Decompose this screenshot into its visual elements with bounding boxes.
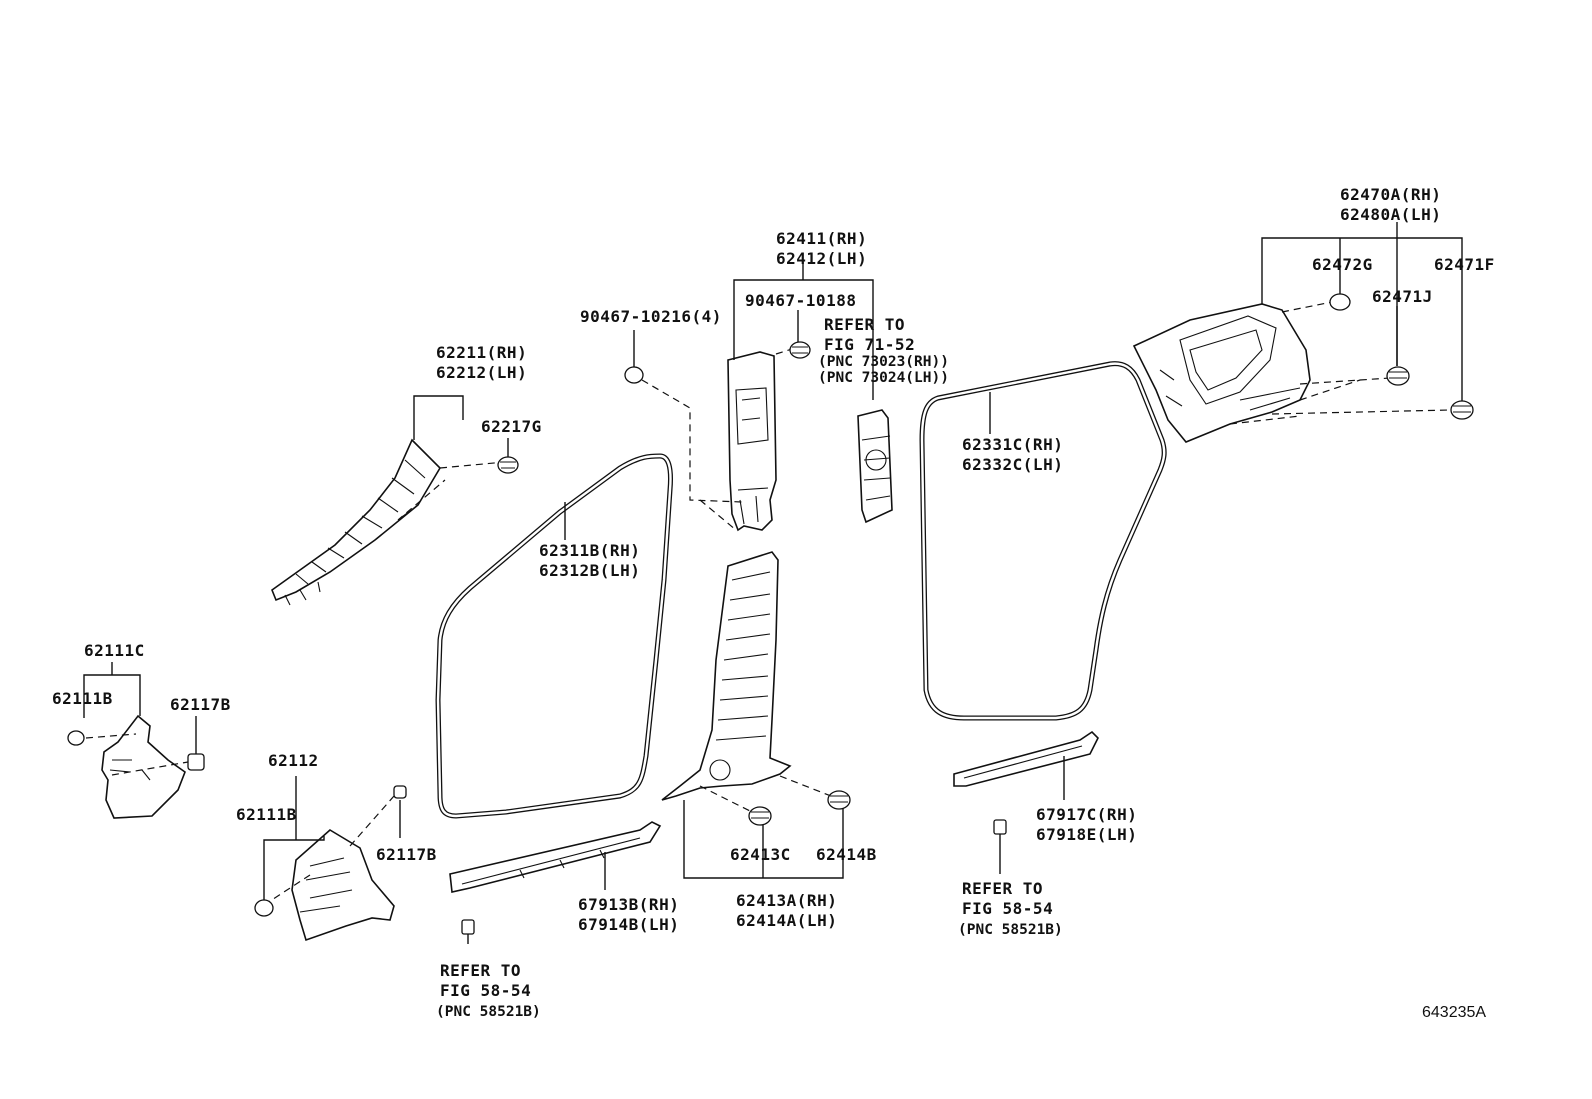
clip-front-sill[interactable] [461, 919, 475, 944]
ref-front-sill-line3: (PNC 58521B) [436, 1004, 541, 1020]
ref-seatbelt-line2: FIG 71-52 [824, 335, 915, 354]
leader-62112 [263, 836, 325, 900]
label-67918e: 67918E(LH) [1036, 825, 1137, 844]
label-62411: 62411(RH) [776, 229, 867, 248]
label-62414b: 62414B [816, 845, 877, 864]
label-62413c: 62413C [730, 845, 791, 864]
label-62471f: 62471F [1434, 255, 1495, 274]
label-62111b-a: 62111B [52, 689, 113, 708]
b-pillar-upper-garnish[interactable] [727, 351, 777, 532]
clip-62111b-upper[interactable] [67, 730, 85, 746]
label-62332c: 62332C(LH) [962, 455, 1063, 474]
label-62212: 62212(LH) [436, 363, 527, 382]
quarter-trim-panel[interactable] [1132, 303, 1311, 443]
label-62111b-b: 62111B [236, 805, 297, 824]
rear-scuff-plate[interactable] [953, 730, 1099, 787]
ref-rear-sill-line2: FIG 58-54 [962, 899, 1053, 918]
ref-rear-sill-line3: (PNC 58521B) [958, 922, 1063, 938]
label-62413a: 62413A(RH) [736, 891, 837, 910]
b-pillar-lower-garnish[interactable] [661, 551, 792, 801]
ref-rear-sill-line1: REFER TO [962, 879, 1043, 898]
label-67914b: 67914B(LH) [578, 915, 679, 934]
front-door-weatherstrip[interactable] [435, 453, 673, 819]
leader-62470a [1261, 237, 1463, 402]
label-62112: 62112 [268, 751, 319, 770]
clip-62472g[interactable] [1329, 293, 1351, 311]
clip-62414b[interactable] [827, 790, 851, 810]
clip-62117b-upper[interactable] [187, 753, 205, 771]
clip-62217g[interactable] [497, 456, 519, 474]
ref-seatbelt-line3: (PNC 73023(RH)) [818, 354, 949, 370]
a-pillar-garnish[interactable] [271, 438, 442, 606]
label-62470a: 62470A(RH) [1340, 185, 1441, 204]
clip-62413c[interactable] [748, 806, 772, 826]
label-62472g: 62472G [1312, 255, 1373, 274]
label-62471j: 62471J [1372, 287, 1433, 306]
figure-id: 643235A [1422, 1004, 1486, 1021]
label-90467-10188: 90467-10188 [745, 291, 856, 310]
ref-front-sill-line2: FIG 58-54 [440, 981, 531, 1000]
label-90467-10216: 90467-10216(4) [580, 307, 722, 326]
clip-90467-10216[interactable] [624, 366, 644, 384]
front-scuff-plate[interactable] [449, 821, 662, 893]
clip-62111b-lower[interactable] [254, 899, 274, 917]
label-62331c: 62331C(RH) [962, 435, 1063, 454]
label-67917c: 67917C(RH) [1036, 805, 1137, 824]
cowl-side-trim-upper[interactable] [101, 714, 186, 819]
label-62211: 62211(RH) [436, 343, 527, 362]
label-62117b-b: 62117B [376, 845, 437, 864]
label-62111c: 62111C [84, 641, 145, 660]
ref-seatbelt-line4: (PNC 73024(LH)) [818, 370, 949, 386]
label-62480a: 62480A(LH) [1340, 205, 1441, 224]
cowl-side-trim-lower[interactable] [291, 829, 395, 942]
label-62412: 62412(LH) [776, 249, 867, 268]
clip-62117b-lower[interactable] [393, 785, 407, 799]
leader-a-pillar [413, 395, 464, 420]
label-62117b-a: 62117B [170, 695, 231, 714]
label-62414a: 62414A(LH) [736, 911, 837, 930]
label-62311b: 62311B(RH) [539, 541, 640, 560]
ref-front-sill-line1: REFER TO [440, 961, 521, 980]
clip-90467-10188[interactable] [789, 341, 811, 359]
clip-62471j[interactable] [1386, 366, 1410, 386]
seatbelt-retractor[interactable] [857, 409, 893, 524]
label-67913b: 67913B(RH) [578, 895, 679, 914]
clip-rear-sill[interactable] [993, 819, 1007, 874]
label-62312b: 62312B(LH) [539, 561, 640, 580]
rear-door-weatherstrip[interactable] [919, 361, 1167, 721]
label-62217g: 62217G [481, 417, 542, 436]
ref-seatbelt-line1: REFER TO [824, 315, 905, 334]
clip-62471f[interactable] [1450, 400, 1474, 420]
